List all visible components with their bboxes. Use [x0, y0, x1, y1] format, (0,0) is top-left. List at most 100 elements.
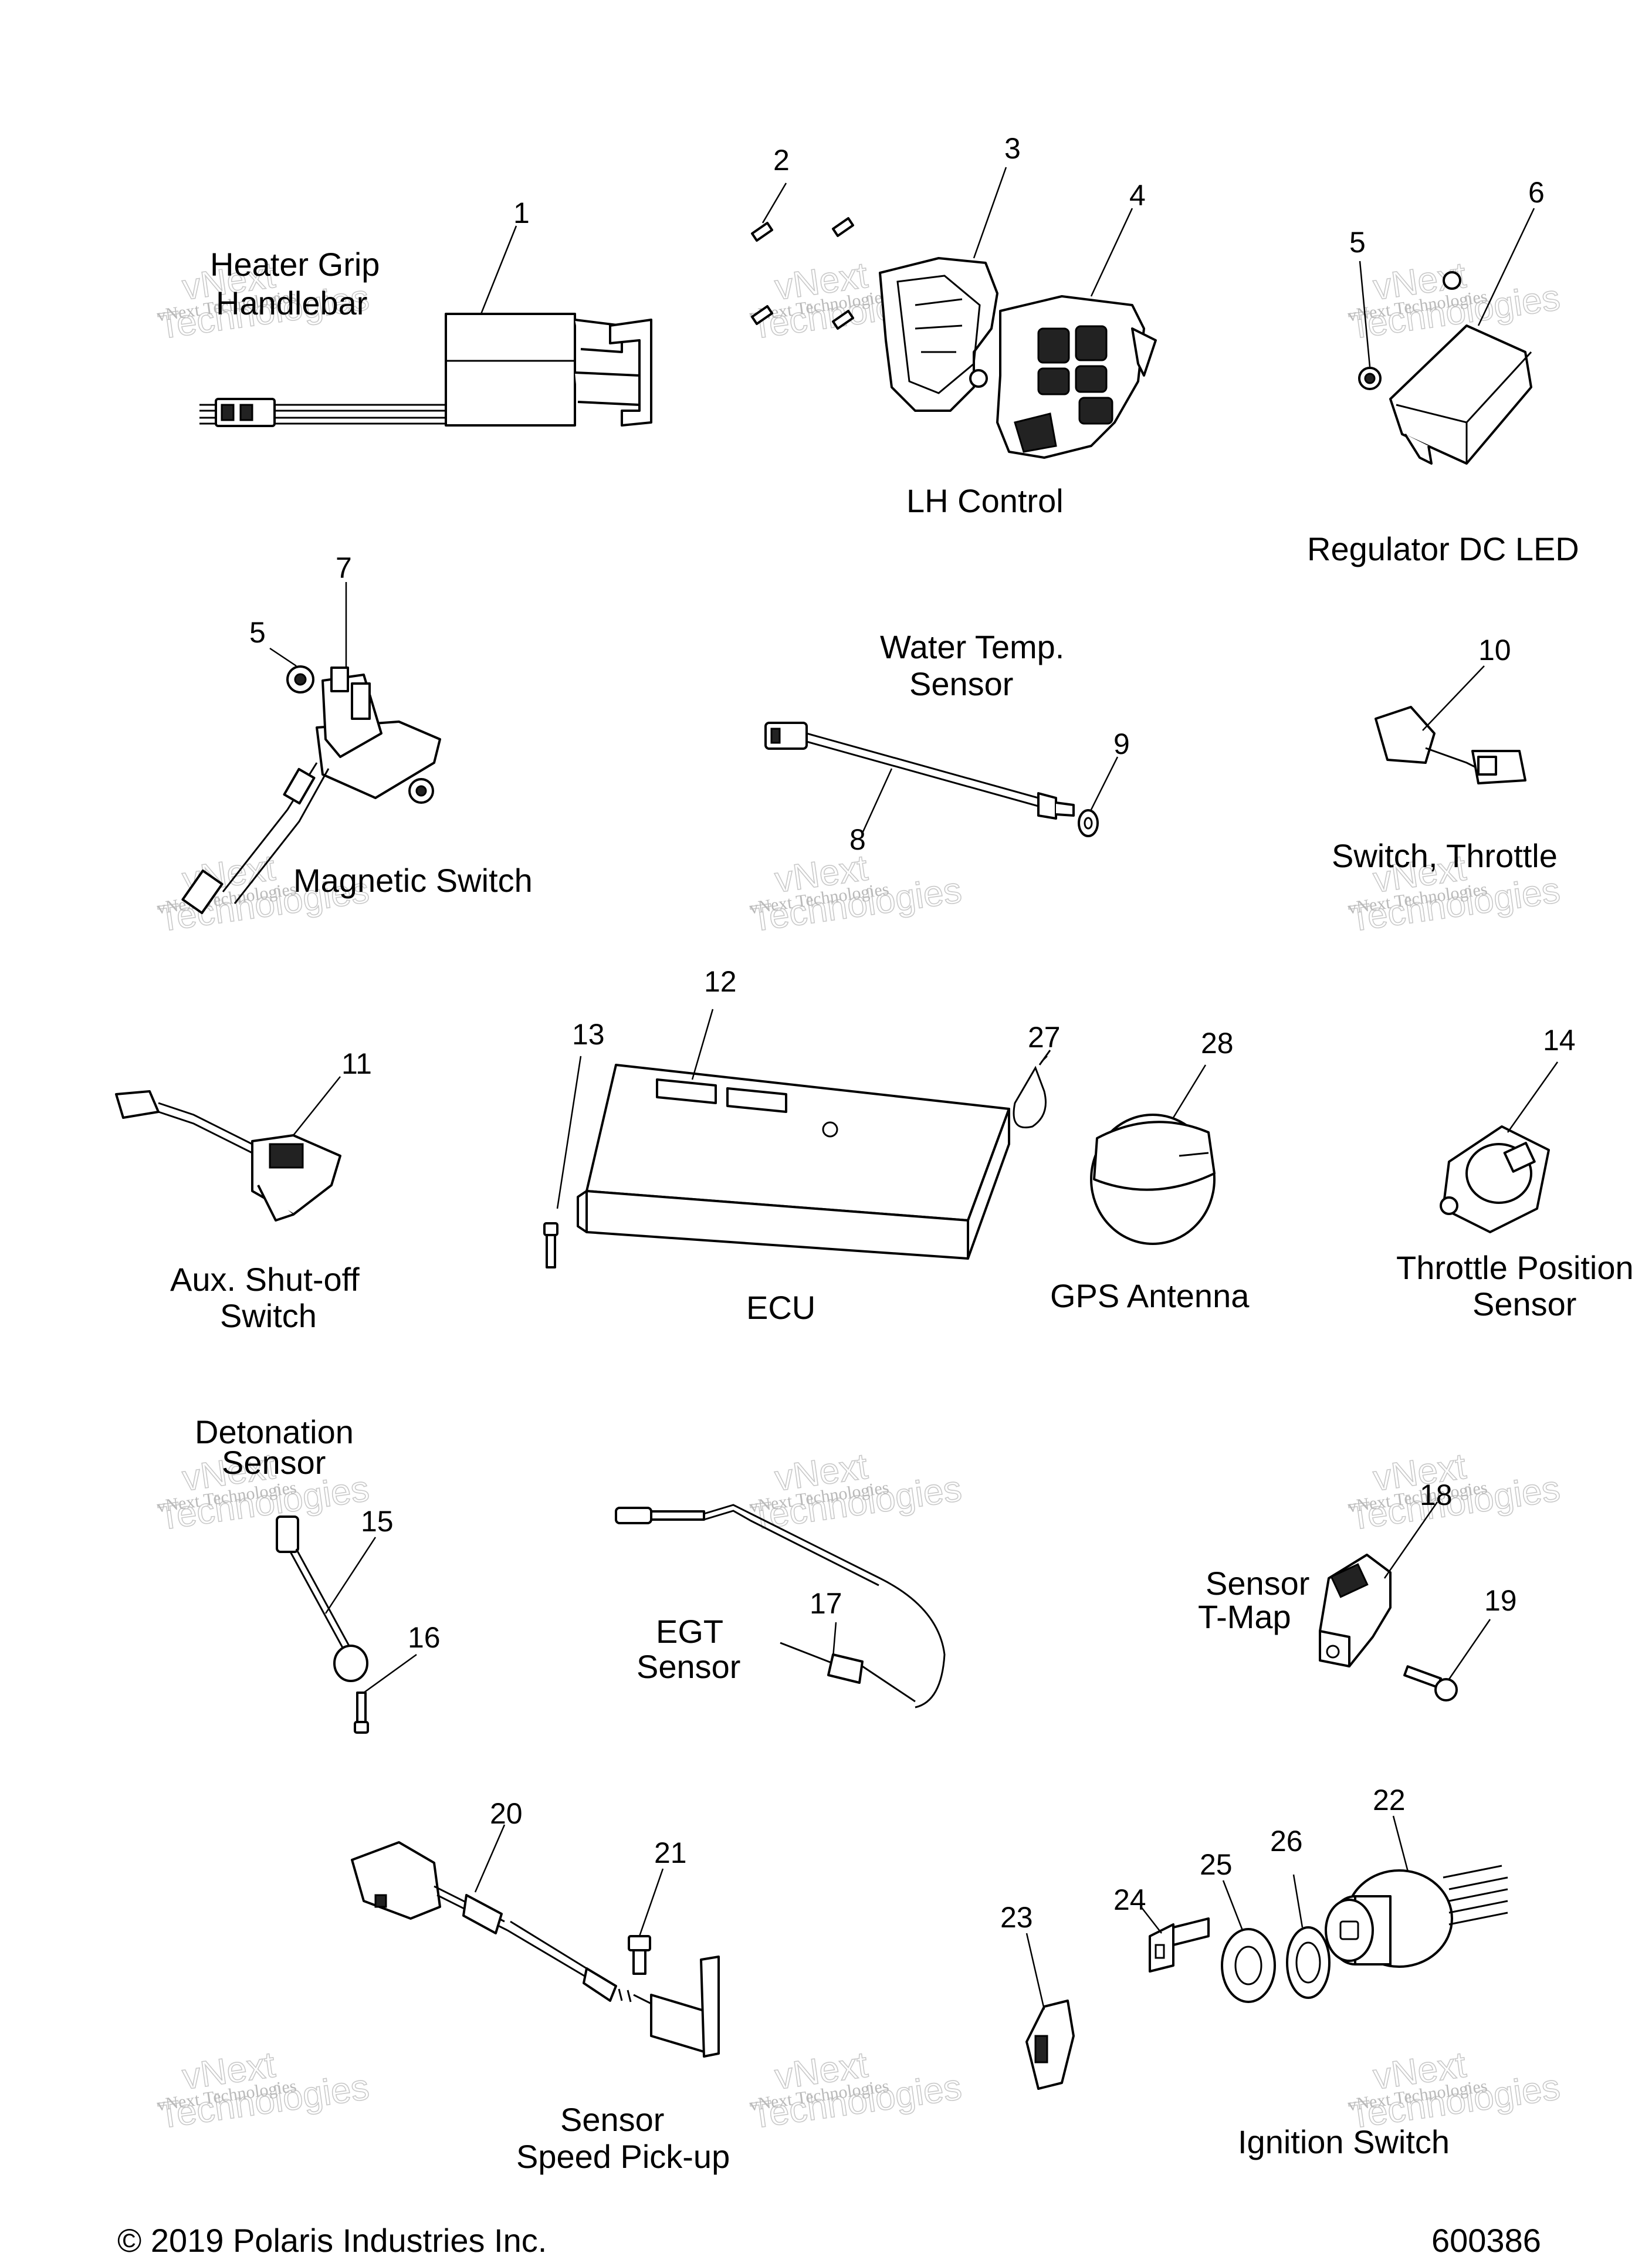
leader-line-14: [1507, 1061, 1559, 1133]
label-egt-line2: Sensor: [637, 1648, 740, 1685]
callout-11: 11: [341, 1047, 372, 1080]
leader-line-5a: [1359, 261, 1371, 367]
ecu-part[interactable]: [577, 1064, 1010, 1260]
bolt-part[interactable]: [628, 1935, 651, 1975]
lh-control-housing-part[interactable]: [879, 257, 998, 412]
label-throttle-position-line1: Throttle Position: [1396, 1249, 1634, 1286]
leader-line-13: [556, 1056, 582, 1209]
leader-line-21: [638, 1868, 664, 1937]
label-lh-control: LH Control: [906, 482, 1064, 519]
watermark: vNext Technologies vNext Technologies: [748, 2044, 965, 2137]
ecu-group: 13 12 ECU: [543, 965, 1010, 1326]
callout-14: 14: [1543, 1024, 1576, 1057]
callout-9: 9: [1113, 728, 1130, 760]
detonation-group: 15 16 Detonation Sensor: [195, 1413, 441, 1734]
leader-line-12: [691, 1009, 714, 1080]
watermark: vNext Technologies vNext Technologies: [1346, 2044, 1563, 2137]
egt-sensor-part[interactable]: [615, 1504, 946, 1709]
label-speed-pickup-line2: Speed Pick-up: [516, 2138, 730, 2175]
water-temp-group: 8 9 Water Temp. Sensor: [764, 628, 1130, 856]
label-water-temp-line2: Sensor: [909, 665, 1013, 702]
leader-line-4: [1090, 208, 1133, 297]
leader-line-18: [1383, 1501, 1438, 1579]
screw-part[interactable]: [751, 217, 854, 330]
label-ignition-switch: Ignition Switch: [1238, 2123, 1450, 2160]
callout-4: 4: [1129, 179, 1146, 212]
gps-antenna-part[interactable]: [1090, 1114, 1216, 1245]
leader-line-28: [1172, 1064, 1207, 1118]
leader-line-1: [480, 225, 517, 314]
bolt-part[interactable]: [543, 1222, 558, 1268]
label-throttle-position-line2: Sensor: [1472, 1286, 1576, 1322]
bolt-part[interactable]: [1403, 1665, 1458, 1701]
heater-grip-part[interactable]: [199, 313, 652, 427]
water-temp-sensor-part[interactable]: [764, 722, 1075, 820]
leader-line-26: [1292, 1874, 1304, 1928]
label-magnetic-switch: Magnetic Switch: [293, 862, 533, 899]
callout-5-magnetic: 5: [249, 616, 266, 649]
leader-line-22: [1392, 1815, 1409, 1872]
callout-24: 24: [1113, 1883, 1146, 1916]
washer-part[interactable]: [1078, 809, 1099, 837]
watermark: vNext Technologies vNext Technologies: [155, 2044, 373, 2137]
egt-sensor-group: 17 EGT Sensor: [615, 1504, 946, 1709]
label-detonation-line1: Detonation: [195, 1413, 354, 1450]
aux-shutoff-group: 11 Aux. Shut-off Switch: [115, 1047, 372, 1334]
callout-20: 20: [490, 1797, 523, 1830]
magnetic-switch-group: 5 7 Magnetic Switch: [181, 552, 533, 915]
leader-line-24: [1140, 1906, 1162, 1934]
label-ecu: ECU: [746, 1289, 815, 1326]
leader-line-2: [761, 182, 787, 224]
leader-line-11: [293, 1076, 341, 1136]
callout-10: 10: [1478, 634, 1511, 667]
callout-17: 17: [810, 1587, 842, 1620]
heater-grip-group: 1 Heater Grip Handlebar: [199, 197, 652, 427]
callout-15: 15: [361, 1505, 394, 1538]
lh-control-group: 2 3 4 LH Control: [751, 132, 1157, 519]
tmap-sensor-part[interactable]: [1319, 1554, 1392, 1667]
regulator-group: 5 6 Regulator DC LED: [1307, 176, 1579, 567]
speed-pickup-group: 20 21 Sensor Speed Pick-up: [351, 1797, 730, 2175]
magnetic-switch-part[interactable]: [181, 667, 441, 915]
throttle-position-sensor-part[interactable]: [1440, 1125, 1550, 1233]
leader-line-3: [973, 167, 1007, 259]
regulator-part[interactable]: [1389, 271, 1532, 465]
detonation-sensor-part[interactable]: [276, 1515, 368, 1682]
label-egt-line1: EGT: [656, 1613, 723, 1650]
label-detonation-line2: Sensor: [222, 1444, 326, 1481]
switch-throttle-part[interactable]: [1375, 706, 1526, 784]
nut-part[interactable]: [286, 665, 434, 804]
callout-25: 25: [1200, 1848, 1233, 1881]
callout-1: 1: [513, 197, 530, 229]
ignition-switch-part[interactable]: [1325, 1865, 1508, 1968]
watermark: vNext Technologies vNext Technologies: [155, 255, 373, 347]
speed-pickup-sensor-part[interactable]: [351, 1841, 720, 2058]
lh-control-switch-part[interactable]: [996, 295, 1157, 459]
label-tmap-line2: T-Map: [1198, 1598, 1291, 1635]
key-part[interactable]: [1149, 1917, 1210, 1973]
washer-part[interactable]: [1286, 1926, 1331, 1999]
leader-line-19: [1448, 1619, 1491, 1680]
leader-line-9: [1090, 756, 1119, 810]
aux-shutoff-switch-part[interactable]: [115, 1090, 341, 1222]
cable-tie-part[interactable]: [1013, 1050, 1051, 1128]
switch-throttle-group: 10 Switch, Throttle: [1332, 634, 1558, 874]
leader-line-23: [1025, 1933, 1045, 2010]
nut-part[interactable]: [1358, 367, 1382, 390]
drawing-number: 600386: [1431, 2222, 1541, 2253]
leader-line-10: [1422, 665, 1485, 731]
callout-22: 22: [1373, 1784, 1406, 1816]
watermark: vNext Technologies vNext Technologies: [748, 1446, 965, 1538]
bolt-part[interactable]: [354, 1692, 369, 1734]
callout-5-regulator: 5: [1349, 226, 1366, 259]
callout-23: 23: [1000, 1901, 1033, 1934]
ignition-cap-part[interactable]: [1025, 2000, 1075, 2090]
nut-part[interactable]: [1221, 1928, 1276, 2003]
callout-8: 8: [849, 823, 866, 856]
callout-2: 2: [773, 144, 790, 177]
label-aux-shutoff-line2: Switch: [220, 1297, 317, 1334]
callout-3: 3: [1004, 132, 1021, 165]
callout-27: 27: [1028, 1021, 1061, 1054]
callout-26: 26: [1270, 1825, 1303, 1858]
